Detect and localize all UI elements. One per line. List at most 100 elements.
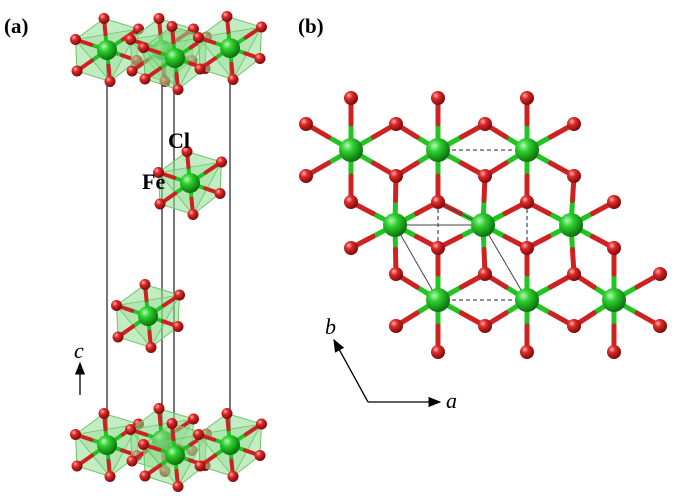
- cl-atom: [567, 319, 581, 333]
- a-axis-label: a: [446, 388, 457, 413]
- cl-atom: [344, 241, 358, 255]
- cl-atom: [193, 429, 204, 440]
- cl-atom: [187, 209, 199, 220]
- fe-atom: [97, 435, 117, 455]
- cl-atom: [111, 300, 122, 311]
- cl-atom: [389, 267, 403, 281]
- cl-atom: [299, 169, 313, 183]
- cl-atom: [194, 460, 206, 472]
- panel-b-top-view: [299, 91, 667, 359]
- cl-atom: [125, 424, 136, 435]
- cl-atom: [520, 91, 534, 105]
- cl-atom: [389, 169, 403, 183]
- cl-atom: [567, 267, 581, 281]
- cl-atom: [188, 413, 199, 425]
- fe-atom: [339, 138, 363, 162]
- cl-atom: [214, 188, 226, 199]
- cl-atom: [172, 84, 184, 95]
- cl-atom: [299, 117, 313, 131]
- cl-atom: [138, 439, 149, 450]
- cl-atom: [478, 169, 492, 183]
- fe-atom: [165, 48, 185, 68]
- cl-atom: [126, 455, 138, 467]
- cl-atom: [344, 195, 358, 209]
- cl-atom: [112, 331, 124, 343]
- cl-atom: [653, 319, 667, 333]
- cl-atom: [520, 195, 534, 209]
- cl-atom: [193, 32, 204, 43]
- cl-atom: [520, 345, 534, 359]
- cl-atom: [344, 91, 358, 105]
- octahedron-mid-2: [111, 279, 185, 353]
- fe-atom: [138, 306, 158, 326]
- unit-cell-outline: [394, 149, 528, 301]
- cl-atom: [567, 117, 581, 131]
- cl-atom: [125, 34, 136, 45]
- fe-atom: [559, 213, 583, 237]
- octahedron-bottom-4: [193, 408, 267, 482]
- fe-atom: [515, 288, 539, 312]
- cl-atom: [139, 279, 151, 290]
- panel-label-a: (a): [4, 14, 29, 38]
- fe-atom: [220, 435, 240, 455]
- fe-atom: [471, 213, 495, 237]
- panel-a-side-view: [70, 11, 267, 492]
- cl-atom: [139, 73, 151, 85]
- cl-atom: [221, 408, 233, 419]
- panel-label-b: (b): [298, 14, 324, 38]
- fe-atom: [220, 38, 240, 58]
- octahedron-mid-1: [153, 146, 227, 220]
- fe-atom-label: Fe: [142, 169, 165, 194]
- cl-atom: [98, 13, 110, 24]
- fe-atom: [180, 173, 200, 193]
- cl-atom: [138, 42, 149, 53]
- cl-atom: [71, 460, 83, 472]
- octahedron-top-4: [193, 11, 267, 85]
- cl-atom: [153, 403, 165, 414]
- cl-atom: [153, 167, 164, 178]
- cl-atom: [216, 156, 227, 168]
- unit-cell-edges: [106, 52, 231, 465]
- cl-atom: [221, 11, 233, 22]
- cl-atom: [389, 319, 403, 333]
- cell-edge: [482, 224, 528, 301]
- cl-atom: [153, 13, 165, 24]
- cl-atom: [126, 65, 138, 77]
- cl-atom: [145, 342, 157, 353]
- cl-atom: [607, 345, 621, 359]
- cl-atom: [104, 471, 116, 482]
- cl-atom: [607, 195, 621, 209]
- cl-atom: [256, 21, 267, 33]
- c-axis-label: c: [74, 338, 84, 363]
- cl-atom: [70, 34, 81, 45]
- b-axis-arrow: [333, 338, 369, 403]
- cl-atom: [174, 289, 185, 301]
- cl-atom-label: Cl: [168, 128, 190, 153]
- cl-atom: [98, 408, 110, 419]
- cl-atom: [478, 117, 492, 131]
- cl-atom: [166, 21, 178, 32]
- fe-atom: [426, 288, 450, 312]
- cl-atom: [607, 241, 621, 255]
- cl-atom: [70, 429, 81, 440]
- cl-atom: [431, 195, 445, 209]
- cl-atom: [256, 418, 267, 430]
- fe-atom: [97, 40, 117, 60]
- cl-atom: [172, 481, 184, 492]
- cl-atom: [254, 450, 266, 461]
- cl-atom: [227, 74, 239, 85]
- fe-atom: [383, 213, 407, 237]
- fe-atom: [165, 445, 185, 465]
- cl-atom: [520, 241, 534, 255]
- cl-atom: [166, 418, 178, 429]
- cl-atom: [431, 241, 445, 255]
- fe-atom: [426, 138, 450, 162]
- cl-atom: [431, 91, 445, 105]
- cl-atom: [104, 76, 116, 87]
- cl-atom: [431, 345, 445, 359]
- cl-atom: [227, 471, 239, 482]
- cell-edge: [394, 224, 439, 301]
- fe-atom: [602, 288, 626, 312]
- cl-atom: [389, 117, 403, 131]
